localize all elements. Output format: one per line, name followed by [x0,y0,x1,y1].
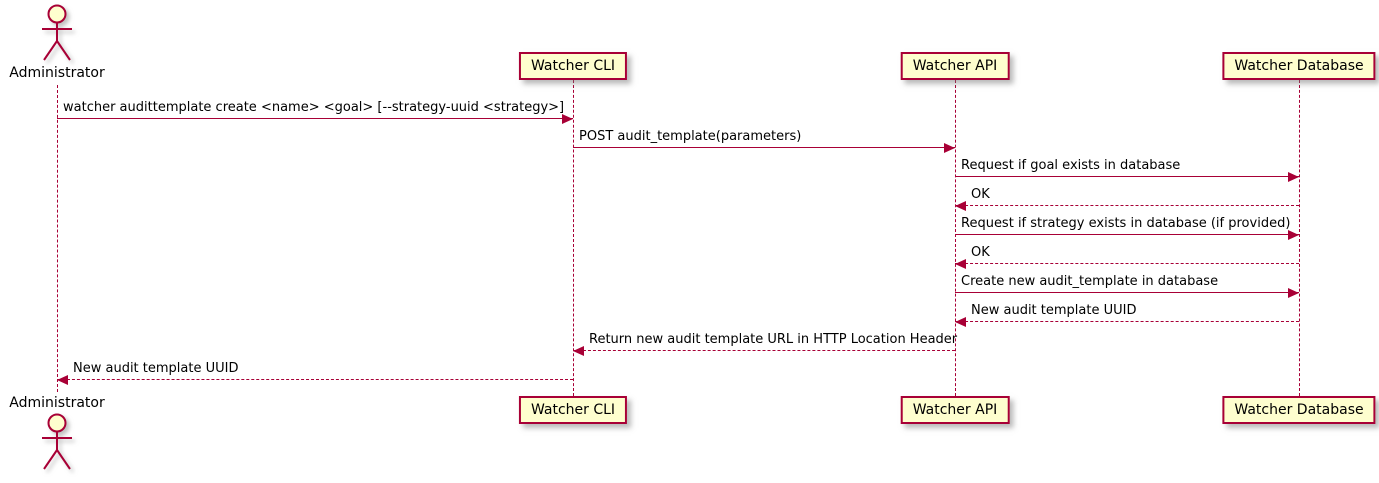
message-4-arrowhead [1288,230,1299,240]
message-1-label: POST audit_template(parameters) [579,129,802,144]
actor-label-administrator-top: Administrator [9,65,105,81]
lifeline-watcher-cli [573,80,574,396]
message-0-line [57,118,573,119]
message-3-label: OK [971,187,990,202]
message-3-line [955,205,1299,206]
message-7-label: New audit template UUID [971,303,1137,318]
actor-label-administrator-bottom: Administrator [9,395,105,411]
message-8-line [573,350,955,351]
lifeline-administrator [57,85,58,392]
message-8-arrowhead [573,346,584,356]
message-2-line [955,176,1299,177]
message-0-arrowhead [562,114,573,124]
message-8-label: Return new audit template URL in HTTP Lo… [589,332,958,347]
actor-icon [37,3,77,63]
message-1-line [573,147,955,148]
message-0-label: watcher audittemplate create <name> <goa… [63,100,565,115]
message-7-line [955,321,1299,322]
lifeline-watcher-api [955,80,956,396]
participant-box-watcher-cli-top: Watcher CLI [518,52,628,80]
message-6-label: Create new audit_template in database [961,274,1219,289]
participant-box-watcher-database-bottom: Watcher Database [1222,396,1376,424]
message-1-arrowhead [944,143,955,153]
message-4-label: Request if strategy exists in database (… [961,216,1291,231]
message-6-arrowhead [1288,288,1299,298]
message-3-arrowhead [955,201,966,211]
message-9-label: New audit template UUID [73,361,239,376]
participant-box-watcher-cli-bottom: Watcher CLI [518,396,628,424]
message-5-arrowhead [955,259,966,269]
lifeline-watcher-database [1299,80,1300,396]
message-5-line [955,263,1299,264]
message-5-label: OK [971,245,990,260]
message-2-label: Request if goal exists in database [961,158,1181,173]
actor-icon [37,412,77,472]
message-9-line [57,379,573,380]
message-2-arrowhead [1288,172,1299,182]
message-9-arrowhead [57,375,68,385]
message-7-arrowhead [955,317,966,327]
message-6-line [955,292,1299,293]
participant-box-watcher-database-top: Watcher Database [1222,52,1376,80]
participant-box-watcher-api-top: Watcher API [900,52,1010,80]
participant-box-watcher-api-bottom: Watcher API [900,396,1010,424]
message-4-line [955,234,1299,235]
